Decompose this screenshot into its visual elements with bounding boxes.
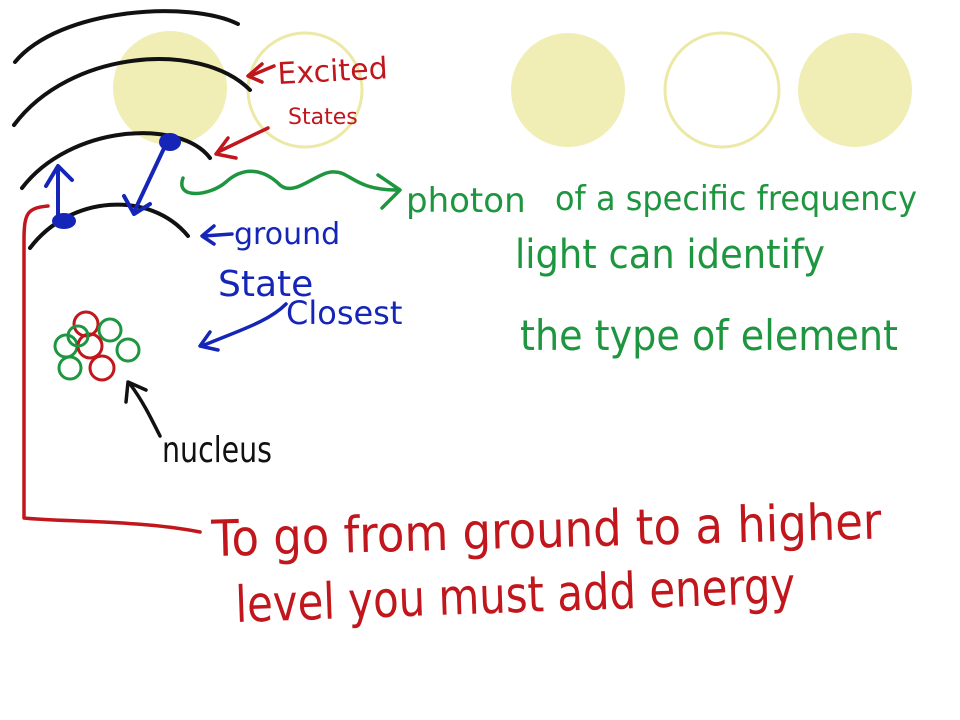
light-identify-line1: light can identify — [515, 232, 825, 278]
closest-arrow-head — [198, 330, 220, 352]
nucleus-cluster — [53, 310, 141, 382]
states-label: States — [288, 105, 358, 130]
excited-state-arrows — [214, 62, 276, 160]
excited-label: Excited — [277, 51, 389, 92]
excited-arrow-lower-head — [214, 136, 238, 160]
decorative-circle-4 — [663, 31, 781, 149]
electron-transitions — [44, 133, 181, 229]
excited-arrow-upper-head — [246, 62, 264, 84]
neutron-3 — [115, 337, 141, 363]
decorative-circle-3 — [511, 33, 625, 147]
closest-arrow — [198, 302, 288, 352]
decorative-circle-5 — [798, 33, 912, 147]
electron-dot-excited — [159, 133, 181, 151]
energy-level-arc-4 — [13, 9, 240, 64]
photon-wave — [180, 169, 402, 210]
neutron-2 — [97, 317, 123, 343]
decorative-circles — [113, 31, 912, 149]
deexcitation-arrow-head — [122, 194, 152, 216]
ground-arrow-shaft — [202, 232, 234, 238]
nucleus-arrow — [124, 380, 162, 438]
excited-arrow-upper — [248, 64, 276, 78]
energy-level-arc-3 — [12, 57, 252, 127]
proton-3 — [88, 354, 116, 382]
light-identify-line2: the type of element — [520, 311, 898, 360]
excitation-arrow-head — [44, 164, 74, 188]
nucleus-label: nucleus — [162, 430, 272, 471]
decorative-circle-1 — [113, 31, 227, 145]
closest-arrow-shaft — [200, 302, 288, 348]
energy-level-arc-1-ground — [28, 202, 190, 250]
photon-description: of a specific frequency — [555, 179, 917, 219]
ground-arrow-head — [200, 224, 216, 246]
photon-arrow-head — [376, 173, 402, 210]
electron-dot-ground — [52, 213, 76, 229]
neutron-5 — [66, 324, 90, 348]
nucleus-arrow-head — [124, 380, 148, 404]
excited-arrow-lower — [216, 126, 270, 154]
photon-wave-path — [180, 169, 398, 196]
nucleus-arrow-shaft — [128, 382, 162, 438]
energy-level-arc-2 — [20, 131, 212, 190]
energy-statement-line2: level you must add energy — [234, 556, 796, 634]
photon-label: photon — [406, 181, 526, 221]
deexcitation-arrow — [132, 142, 168, 214]
neutron-4 — [57, 355, 83, 381]
energy-bracket-line — [22, 204, 202, 534]
energy-level-arcs — [12, 9, 252, 250]
state-label: State — [218, 264, 313, 305]
ground-state-arrow — [200, 224, 234, 246]
closest-label: Closest — [286, 294, 402, 332]
ground-label: ground — [234, 217, 340, 252]
